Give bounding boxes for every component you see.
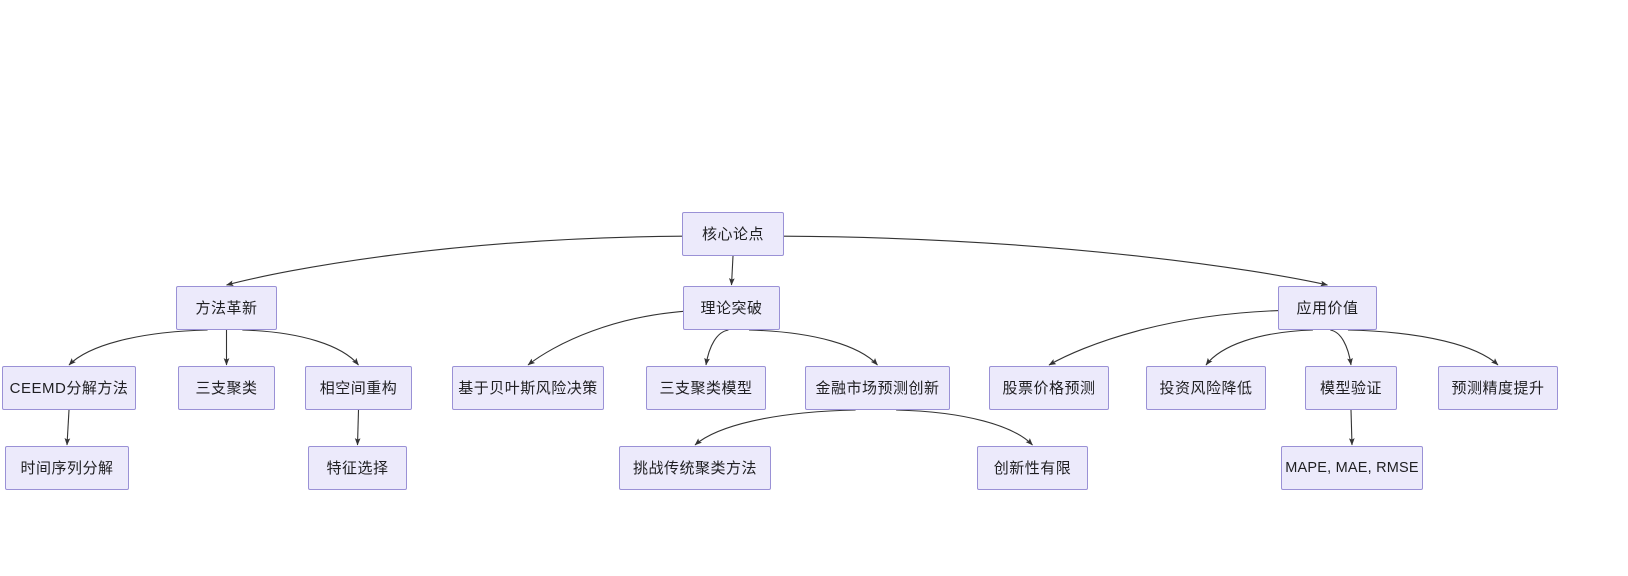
node-label: 模型验证 [1319, 379, 1382, 397]
edge-method-to-phase [242, 329, 359, 366]
edge-ceemd-to-tsdecomp [64, 409, 71, 446]
node-label: 金融市场预测创新 [815, 379, 940, 397]
edge-application-to-validate [1330, 329, 1353, 366]
edge-core-to-application [783, 235, 1328, 287]
edge-theory-to-bayes [527, 309, 708, 366]
node-label: MAPE, MAE, RMSE [1285, 459, 1419, 476]
node-method[interactable]: 方法革新 [176, 286, 277, 330]
edge-phase-to-featsel [354, 409, 361, 446]
edge-application-to-accuracy [1347, 329, 1499, 366]
node-limited[interactable]: 创新性有限 [977, 446, 1088, 490]
node-label: CEEMD分解方法 [9, 379, 129, 397]
node-label: 三支聚类模型 [659, 379, 753, 397]
node-label: 特征选择 [326, 459, 389, 477]
node-finance[interactable]: 金融市场预测创新 [805, 366, 950, 410]
node-label: 投资风险降低 [1159, 379, 1253, 397]
edge-theory-to-finance [749, 329, 878, 366]
node-bayes[interactable]: 基于贝叶斯风险决策 [452, 366, 604, 410]
node-label: 三支聚类 [195, 379, 258, 397]
node-label: 核心论点 [701, 225, 764, 243]
node-theory[interactable]: 理论突破 [683, 286, 780, 330]
node-label: 应用价值 [1296, 299, 1359, 317]
edge-paths [64, 235, 1499, 446]
edge-core-to-method [226, 235, 683, 287]
node-stock[interactable]: 股票价格预测 [989, 366, 1109, 410]
node-application[interactable]: 应用价值 [1278, 286, 1377, 330]
node-tsdecomp[interactable]: 时间序列分解 [5, 446, 129, 490]
edge-finance-to-limited [896, 409, 1033, 446]
node-label: 基于贝叶斯风险决策 [458, 379, 598, 397]
edge-method-to-ceemd [68, 329, 208, 366]
node-phase[interactable]: 相空间重构 [305, 366, 412, 410]
node-core[interactable]: 核心论点 [682, 212, 784, 256]
edge-application-to-stock [1048, 309, 1295, 366]
edge-core-to-theory [728, 255, 735, 286]
node-label: 相空间重构 [319, 379, 398, 397]
node-label: 时间序列分解 [20, 459, 114, 477]
node-label: 预测精度提升 [1451, 379, 1545, 397]
node-label: 股票价格预测 [1002, 379, 1096, 397]
node-label: 方法革新 [195, 299, 258, 317]
edge-theory-to-threeclm [704, 329, 729, 366]
edge-finance-to-challenge [694, 409, 856, 446]
node-validate[interactable]: 模型验证 [1305, 366, 1397, 410]
node-challenge[interactable]: 挑战传统聚类方法 [619, 446, 771, 490]
node-threeclm[interactable]: 三支聚类模型 [646, 366, 766, 410]
node-metrics[interactable]: MAPE, MAE, RMSE [1281, 446, 1423, 490]
node-label: 创新性有限 [993, 459, 1072, 477]
node-risk[interactable]: 投资风险降低 [1146, 366, 1266, 410]
node-ceemd[interactable]: CEEMD分解方法 [2, 366, 136, 410]
node-label: 挑战传统聚类方法 [632, 459, 757, 477]
node-label: 理论突破 [700, 299, 763, 317]
node-featsel[interactable]: 特征选择 [308, 446, 407, 490]
node-accuracy[interactable]: 预测精度提升 [1438, 366, 1558, 410]
edge-validate-to-metrics [1348, 409, 1355, 446]
edge-application-to-risk [1205, 329, 1313, 366]
node-threecl[interactable]: 三支聚类 [178, 366, 275, 410]
